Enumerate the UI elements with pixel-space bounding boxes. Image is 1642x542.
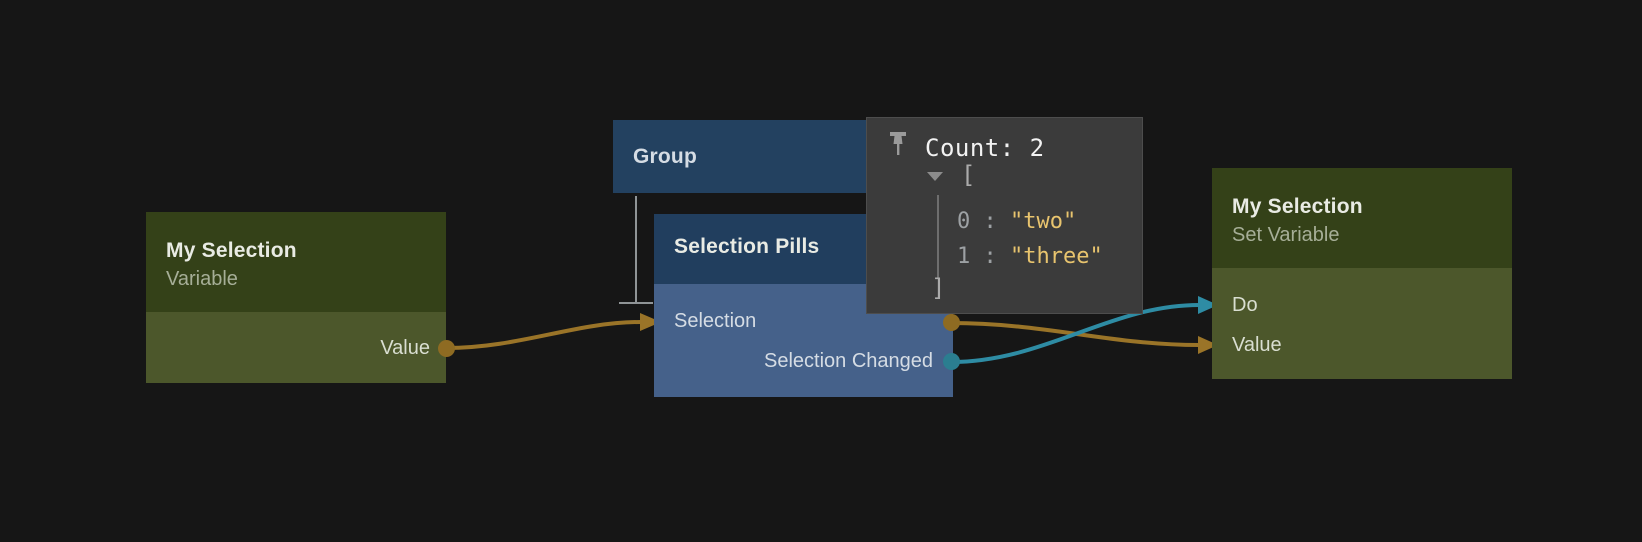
node-title: My Selection [166, 239, 297, 262]
node-group[interactable]: Group [613, 120, 873, 193]
node-body [146, 312, 446, 383]
triangle-down-icon[interactable] [927, 172, 943, 181]
connection-selectionchanged-to-do[interactable] [950, 296, 1218, 364]
connection-value-to-selection[interactable] [445, 313, 661, 350]
input-port-label-selection: Selection [674, 310, 757, 332]
output-port-label-selection-changed: Selection Changed [763, 350, 933, 372]
node-title: Selection Pills [674, 235, 820, 258]
output-port-selection-changed[interactable] [943, 353, 960, 370]
value-inspector-popup[interactable]: Count: 2 [ 0 : "two" 1 : "three" ] [866, 117, 1143, 314]
input-port-label-do: Do [1232, 294, 1258, 316]
output-port-label-value: Value [380, 337, 430, 359]
hierarchy-connector-line [619, 196, 653, 304]
input-arrow-icon [640, 313, 661, 331]
array-item: 0 : "two" [957, 209, 1077, 234]
array-indent-guide [937, 195, 939, 279]
node-title: My Selection [1232, 195, 1363, 218]
input-arrow-icon [1198, 336, 1218, 354]
array-close-bracket: ] [931, 274, 946, 302]
array-item: 1 : "three" [957, 244, 1103, 269]
node-title: Group [633, 144, 697, 168]
node-subtitle: Variable [166, 268, 238, 290]
pushpin-icon[interactable] [889, 131, 907, 161]
input-port-label-value: Value [1232, 334, 1282, 356]
connection-selection-to-value[interactable] [950, 321, 1218, 354]
count-label: Count: 2 [925, 134, 1045, 162]
node-header [146, 212, 446, 312]
output-port-selection[interactable] [943, 314, 960, 331]
node-variable[interactable]: My Selection Variable Value [146, 212, 446, 383]
array-open-bracket: [ [961, 161, 976, 189]
output-port-value[interactable] [438, 340, 455, 357]
node-header [1212, 168, 1512, 268]
input-arrow-icon [1198, 296, 1218, 314]
node-subtitle: Set Variable [1232, 224, 1340, 246]
node-body [1212, 268, 1512, 379]
node-set-variable[interactable]: My Selection Set Variable Do Value [1212, 168, 1512, 379]
